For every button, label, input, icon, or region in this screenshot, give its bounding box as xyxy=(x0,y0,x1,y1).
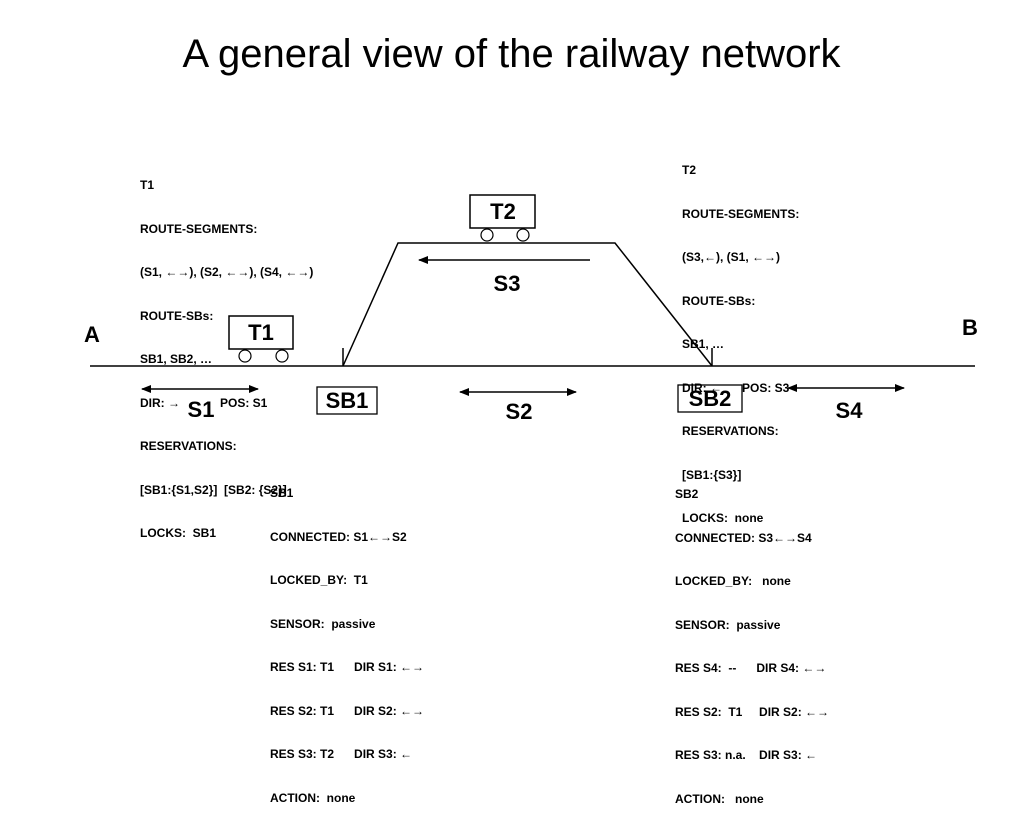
railway-diagram: A B T1 T2 S3 S1 S2 S4 SB1 SB2 xyxy=(84,194,978,424)
page-title: A general view of the railway network xyxy=(182,32,841,76)
t1-info-line: DIR: → POS: S1 xyxy=(140,395,268,410)
switchbox-sb2-box xyxy=(677,384,743,413)
sb2-info-line: RES S3: n.a. DIR S3: ← xyxy=(675,748,818,762)
t2-info-line: LOCKS: none xyxy=(682,511,764,525)
sb1-info-line: SENSOR: passive xyxy=(270,616,376,631)
station-b-label: B xyxy=(962,315,978,340)
sb2-info-line: RES S4: -- DIR S4: ←→ xyxy=(675,661,827,675)
t1-info-block: T1 ROUTE-SEGMENTS: (S1, ←→), (S2, ←→), (… xyxy=(140,149,313,555)
t2-info-line: ROUTE-SBs: xyxy=(682,293,756,308)
sb2-info-line: RES S2: T1 DIR S2: ←→ xyxy=(675,704,830,719)
t1-info-line: SB1, SB2, … xyxy=(140,352,213,366)
sb2-info-block: SB2 CONNECTED: S3←→S4 LOCKED_BY: none SE… xyxy=(675,458,829,821)
train-t2-body xyxy=(469,194,536,229)
sb1-info-line: RES S3: T2 DIR S3: ← xyxy=(270,747,413,761)
switchbox-sb2: SB2 xyxy=(677,384,743,413)
t2-info-line: T2 xyxy=(682,163,697,177)
siding-track xyxy=(342,242,713,367)
switchbox-sb1-box xyxy=(316,386,378,415)
t1-info-line: LOCKS: SB1 xyxy=(140,526,217,540)
train-t1-label: T1 xyxy=(248,320,274,345)
t2-info-line: (S3,←), (S1, ←→) xyxy=(682,250,781,264)
sb1-info-line: RES S2: T1 DIR S2: ←→ xyxy=(270,703,425,718)
t1-info-line: T1 xyxy=(140,178,155,192)
switchbox-sb2-label: SB2 xyxy=(689,386,732,411)
train-t2: T2 xyxy=(469,194,536,242)
sb2-info-line: ACTION: none xyxy=(675,791,764,806)
t1-info-line: ROUTE-SBs: xyxy=(140,308,214,323)
segment-s1-label: S1 xyxy=(188,397,215,422)
train-t2-label: T2 xyxy=(490,199,516,224)
t2-info-line: [SB1:{S3}] xyxy=(682,467,742,482)
sb1-info-block: SB1 CONNECTED: S1←→S2 LOCKED_BY: T1 SENS… xyxy=(270,457,424,820)
sb1-info-line: LOCKED_BY: T1 xyxy=(270,573,368,587)
sb1-info-line: ACTION: none xyxy=(270,790,356,805)
station-a-label: A xyxy=(84,322,100,347)
segment-s2-label: S2 xyxy=(506,399,533,424)
train-t2-wheel-right xyxy=(516,228,530,242)
train-t1-wheel-left xyxy=(238,349,252,363)
t2-info-line: SB1, … xyxy=(682,337,725,351)
sb2-info-line: SENSOR: passive xyxy=(675,617,781,632)
t2-info-line: DIR: ← POS: S3 xyxy=(682,380,790,395)
train-t1-wheel-right xyxy=(275,349,289,363)
t1-info-line: RESERVATIONS: xyxy=(140,439,237,453)
sb2-info-line: CONNECTED: S3←→S4 xyxy=(675,530,812,545)
sb1-info-line: SB1 xyxy=(270,486,294,500)
train-t1-body xyxy=(228,315,294,350)
segment-s4-label: S4 xyxy=(836,398,864,423)
t2-info-block: T2 ROUTE-SEGMENTS: (S3,←), (S1, ←→) ROUT… xyxy=(682,134,799,540)
sb2-info-line: LOCKED_BY: none xyxy=(675,574,791,588)
train-t2-wheel-left xyxy=(480,228,494,242)
sb1-info-line: RES S1: T1 DIR S1: ←→ xyxy=(270,660,425,674)
t1-info-line: [SB1:{S1,S2}] [SB2: {S2}] xyxy=(140,482,287,497)
t1-info-line: ROUTE-SEGMENTS: xyxy=(140,221,258,236)
switchbox-sb1: SB1 xyxy=(316,386,378,415)
t2-info-line: ROUTE-SEGMENTS: xyxy=(682,206,800,221)
train-t1: T1 xyxy=(228,315,294,363)
segment-s3-label: S3 xyxy=(494,271,521,296)
switchbox-sb1-label: SB1 xyxy=(326,388,369,413)
sb2-info-line: SB2 xyxy=(675,487,699,501)
sb1-info-line: CONNECTED: S1←→S2 xyxy=(270,529,407,544)
t2-info-line: RESERVATIONS: xyxy=(682,424,779,438)
t1-info-line: (S1, ←→), (S2, ←→), (S4, ←→) xyxy=(140,265,314,279)
